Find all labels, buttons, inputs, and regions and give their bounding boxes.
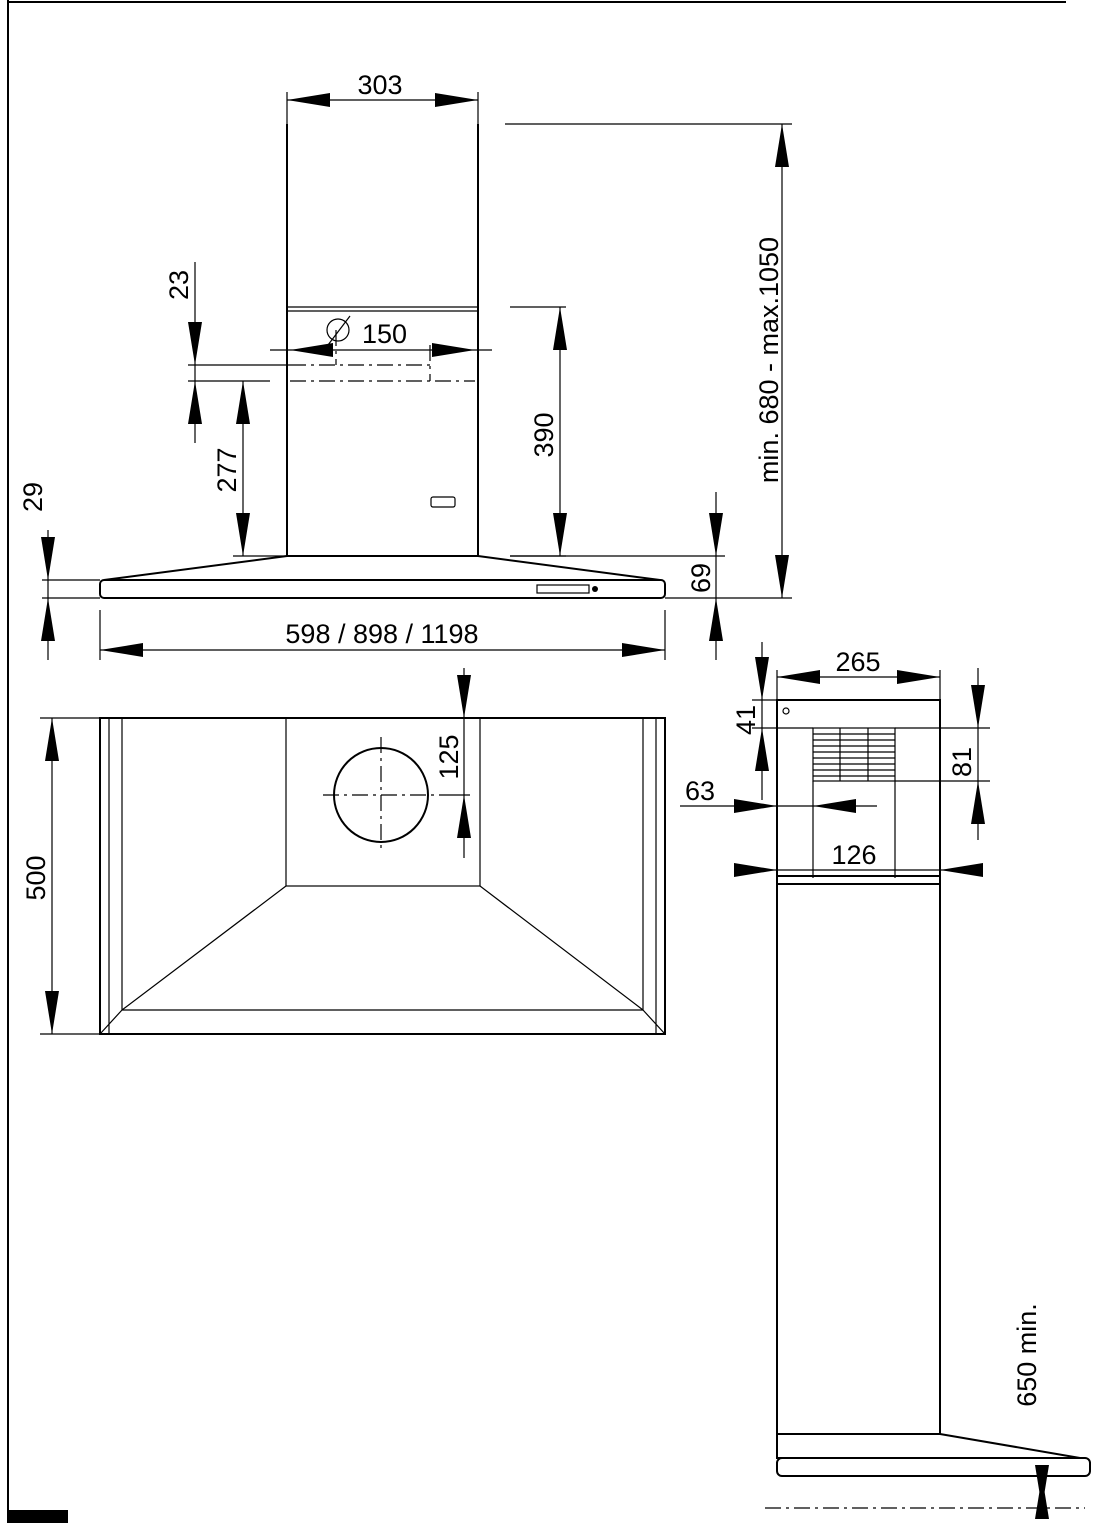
dim-vent-height: 81 (947, 747, 977, 777)
page-frame (7, 0, 1066, 1523)
dim-duct-diameter: 150 (362, 319, 407, 349)
vent-grille (812, 727, 896, 782)
dim-top-width: 303 (357, 70, 402, 100)
dim-canopy-height: 69 (686, 563, 716, 593)
dim-widths: 598 / 898 / 1198 (285, 619, 478, 649)
dim-vent-offset: 63 (685, 776, 715, 806)
dim-duct-center-offset: 125 (434, 734, 464, 779)
front-view (99, 124, 666, 599)
dim-depth: 500 (21, 855, 51, 900)
dim-min-cooktop-distance: 650 min. (1012, 1303, 1042, 1407)
dim-outlet-height: 277 (212, 447, 242, 492)
diameter-symbol (326, 315, 351, 346)
dim-chimney-height: 390 (529, 412, 559, 457)
dim-duct-offset: 23 (164, 270, 194, 300)
side-view (765, 699, 1091, 1509)
dimension-lines (40, 92, 1049, 1519)
dim-total-height: min. 680 - max.1050 (754, 237, 784, 483)
dim-side-top: 41 (731, 705, 761, 735)
top-view (99, 717, 666, 1035)
dimension-labels: 303 min. 680 - max.1050 150 23 277 390 2… (18, 70, 1042, 1407)
dim-canopy-thickness: 29 (18, 482, 48, 512)
dim-vent-width: 126 (831, 840, 876, 870)
dim-side-width: 265 (835, 647, 880, 677)
